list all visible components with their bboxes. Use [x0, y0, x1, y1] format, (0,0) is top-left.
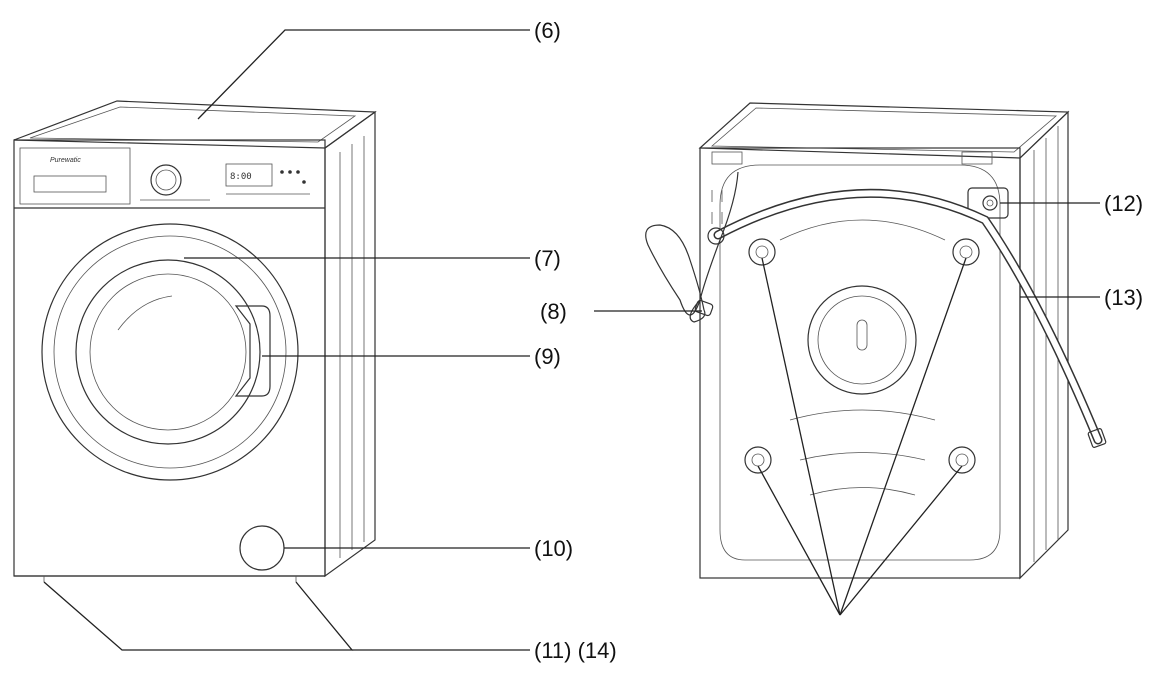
display-panel — [225, 163, 273, 187]
transport-bolt — [748, 238, 776, 266]
leader-lines — [43, 29, 1100, 651]
label-drain-hose: (13) — [1104, 285, 1143, 310]
door-handle — [234, 305, 271, 397]
label-top-cover: (6) — [534, 18, 561, 43]
label-door: (7) — [534, 246, 561, 271]
door — [41, 223, 299, 481]
label-feet: (11) (14) — [534, 638, 617, 663]
power-cord — [645, 171, 739, 316]
label-door-handle: (9) — [534, 344, 561, 369]
label-filter-cover: (10) — [534, 536, 573, 561]
brand-logo: Purewatic — [50, 157, 81, 164]
label-water-inlet: (12) — [1104, 191, 1143, 216]
back-view-machine — [645, 102, 1107, 580]
transport-bolt — [952, 238, 980, 266]
transport-bolt — [948, 446, 976, 474]
display-readout: 8:00 — [230, 172, 252, 182]
filter-cover — [239, 525, 285, 571]
label-power-plug: (8) — [540, 299, 567, 324]
program-knob — [150, 164, 182, 196]
front-view-machine: Purewatic 8:00 — [13, 100, 377, 582]
transport-bolt — [744, 446, 772, 474]
